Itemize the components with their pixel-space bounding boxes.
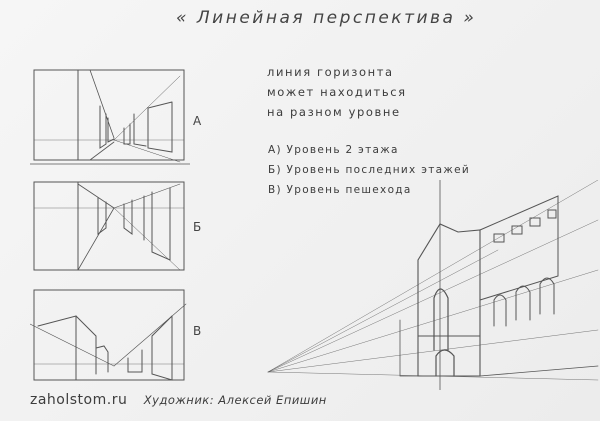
- variant-list: А) Уровень 2 этажа Б) Уровень последних …: [268, 140, 470, 200]
- sketch-label-c: В: [193, 324, 202, 338]
- site-credit: zaholstom.ru: [30, 392, 128, 408]
- horizon-note: Линия горизонта может находиться на разн…: [267, 62, 407, 122]
- variant-item-b: Б) Уровень последних этажей: [268, 164, 471, 176]
- sketch-a-second-floor: [30, 69, 190, 165]
- variant-item-c: В) Уровень пешехода: [268, 184, 412, 196]
- note-line: Линия горизонта: [267, 65, 394, 79]
- footer: zaholstom.ru Художник: Алексей Епишин: [30, 392, 327, 408]
- note-line: может находиться: [267, 85, 407, 99]
- sketch-label-a: А: [193, 114, 202, 128]
- sketch-c-pedestrian: [30, 289, 187, 381]
- building-perspective-sketch: [267, 180, 599, 390]
- artist-credit: Художник: Алексей Епишин: [143, 393, 327, 407]
- page-title: « Линейная перспектива »: [176, 8, 477, 28]
- sketch-label-b: Б: [193, 220, 202, 234]
- variant-item-a: А) Уровень 2 этажа: [268, 144, 399, 156]
- note-line: на разном уровне: [267, 105, 401, 119]
- sketch-b-top-floors: [33, 181, 185, 271]
